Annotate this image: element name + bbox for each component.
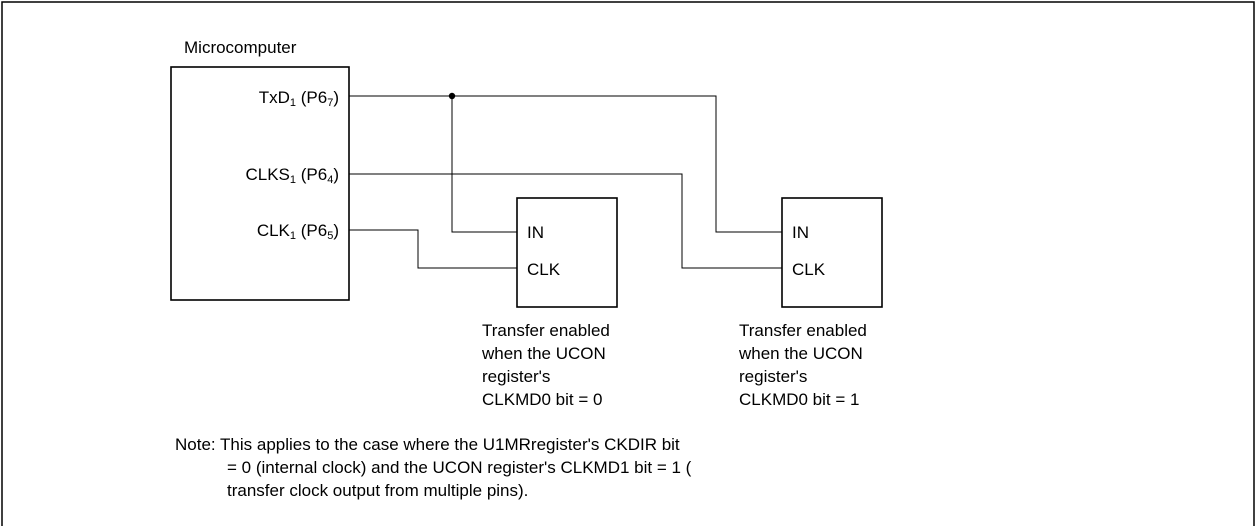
device-2-caption-line: CLKMD0 bit = 1 <box>739 390 859 409</box>
device-1-caption-line: when the UCON <box>481 344 606 363</box>
txd1-wire-to-device-2 <box>349 95 782 233</box>
mcu-title: Microcomputer <box>184 38 297 57</box>
note-line: transfer clock output from multiple pins… <box>227 481 528 500</box>
clks1-wire <box>349 173 782 269</box>
pin-clks1-label: CLKS1 (P64) <box>245 165 339 186</box>
microcomputer-block <box>170 66 350 301</box>
device-2-block <box>781 197 883 308</box>
device-2-caption-line: register's <box>739 367 807 386</box>
device-1-clk-label: CLK <box>527 260 561 279</box>
device-2-in-label: IN <box>792 223 809 242</box>
clk1-wire <box>349 229 517 269</box>
device-1-caption-line: Transfer enabled <box>482 321 610 340</box>
device-1-block <box>516 197 618 308</box>
device-1-caption-line: register's <box>482 367 550 386</box>
device-1-caption-line: CLKMD0 bit = 0 <box>482 390 602 409</box>
junction-dot <box>448 92 456 100</box>
device-2-caption-line: Transfer enabled <box>739 321 867 340</box>
device-2-clk-label: CLK <box>792 260 826 279</box>
note-line: = 0 (internal clock) and the UCON regist… <box>227 458 692 477</box>
note-line: Note: This applies to the case where the… <box>175 435 680 454</box>
device-2-caption-line: when the UCON <box>738 344 863 363</box>
pin-clk1-label: CLK1 (P65) <box>257 221 339 242</box>
pin-txd1-label: TxD1 (P67) <box>259 88 339 109</box>
device-1-in-label: IN <box>527 223 544 242</box>
txd1-wire-to-device-1 <box>451 96 517 233</box>
